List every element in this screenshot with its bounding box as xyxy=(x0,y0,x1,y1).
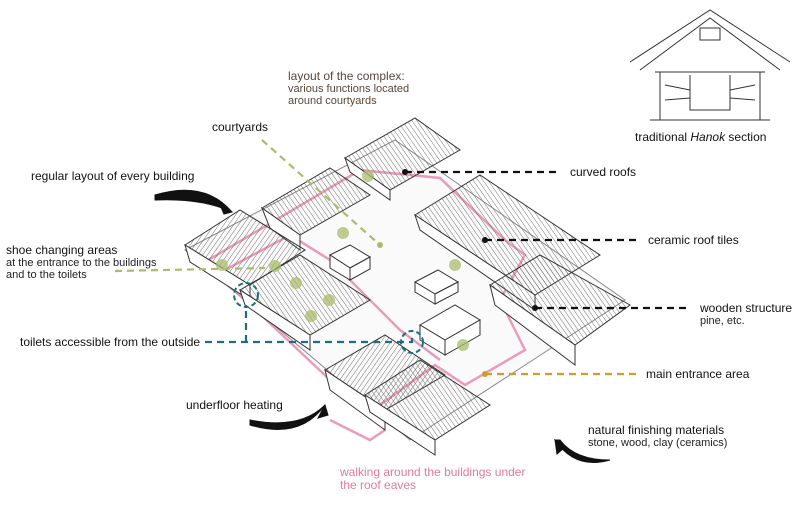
label-shoe-sub-2: and to the toilets xyxy=(6,269,87,281)
label-shoe-title: shoe changing areas xyxy=(6,243,118,257)
label-walking-2: the roof eaves xyxy=(340,478,417,492)
label-underfloor: underfloor heating xyxy=(186,398,283,412)
hanok-section-caption: traditional Hanok section xyxy=(635,130,766,144)
hanok-section-sketch xyxy=(629,9,791,121)
label-main-entrance: main entrance area xyxy=(646,367,750,381)
caption-hanok: Hanok xyxy=(690,130,726,144)
toilet-markers xyxy=(233,282,424,354)
label-walking-1: walking around the buildings under xyxy=(340,465,526,479)
courtyard-blocks xyxy=(328,244,481,356)
label-courtyards: courtyards xyxy=(212,120,269,134)
layout-sub-2: around courtyards xyxy=(288,95,377,107)
leader-dots xyxy=(377,169,538,377)
label-natural-title: natural finishing materials xyxy=(588,423,725,437)
label-wooden-sub: pine, etc. xyxy=(700,315,745,327)
curved-arrows xyxy=(154,189,611,463)
leader-lines xyxy=(114,139,690,376)
caption-pre: traditional xyxy=(635,130,691,144)
label-shoe-sub-1: at the entrance to the buildings xyxy=(6,257,157,269)
label-curved-roofs: curved roofs xyxy=(570,165,637,179)
caption-post: section xyxy=(725,130,767,144)
label-regular-layout: regular layout of every building xyxy=(31,169,195,183)
label-ceramic-tiles: ceramic roof tiles xyxy=(648,233,739,247)
label-natural-sub: stone, wood, clay (ceramics) xyxy=(588,437,728,449)
layout-sub-1: various functions located xyxy=(288,83,410,95)
layout-title: layout of the complex: xyxy=(288,69,405,83)
label-wooden-title: wooden structure xyxy=(700,301,793,315)
label-toilets: toilets accessible from the outside xyxy=(20,335,201,349)
